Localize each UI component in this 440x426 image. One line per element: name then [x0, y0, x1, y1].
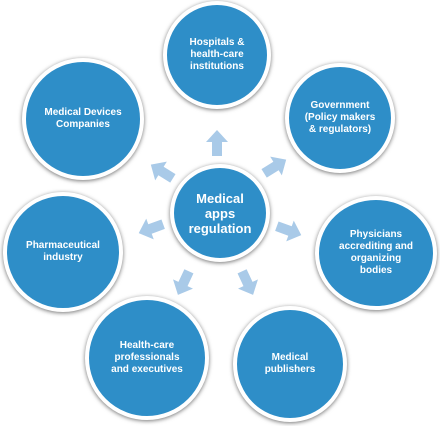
- node-publishers: Medical publishers: [233, 306, 347, 422]
- center-node: Medical apps regulation: [170, 164, 270, 262]
- node-physicians: Physicians accrediting and organizing bo…: [315, 196, 437, 310]
- node-pharmaceutical: Pharmaceutical industry: [3, 192, 123, 312]
- arrow-to-medical-devices: [150, 161, 176, 183]
- arrow-to-physicians: [275, 220, 302, 242]
- arrow-to-government: [261, 156, 287, 178]
- node-government: Government (Policy makers & regulators): [285, 63, 395, 173]
- arrow-to-pharmaceutical: [138, 218, 165, 240]
- arrow-to-publishers: [237, 269, 258, 295]
- arrow-to-professionals: [173, 269, 194, 295]
- arrow-to-hospitals: [206, 130, 228, 156]
- node-medical-devices: Medical Devices Companies: [22, 58, 144, 180]
- node-hospitals: Hospitals & health-care institutions: [163, 1, 271, 109]
- node-professionals: Health-care professionals and executives: [85, 296, 209, 420]
